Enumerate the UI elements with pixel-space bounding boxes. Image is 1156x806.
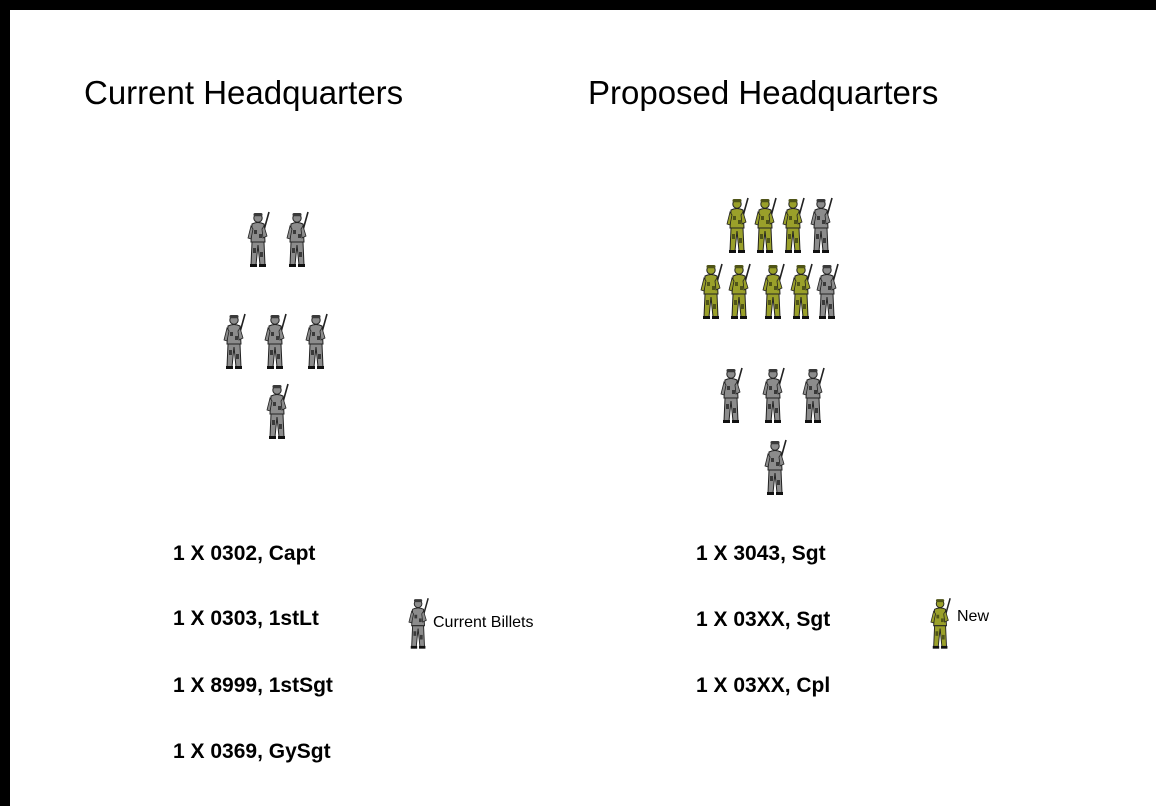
legend-current-soldier-icon <box>408 596 430 650</box>
current-soldier-icon <box>223 312 247 370</box>
proposed-billet-item: 1 X 03XX, Sgt <box>696 608 831 631</box>
new-soldier-icon <box>728 262 752 320</box>
new-soldier-icon <box>700 262 724 320</box>
proposed-headquarters-title: Proposed Headquarters <box>588 74 939 111</box>
new-soldier-icon <box>790 262 814 320</box>
current-soldier-icon <box>764 438 788 496</box>
legend-current-billets-label: Current Billets <box>433 614 534 631</box>
current-billet-item: 1 X 8999, 1stSgt <box>173 674 333 697</box>
legend-new-soldier-icon <box>930 596 952 650</box>
current-soldier-icon <box>264 312 288 370</box>
current-headquarters-title: Current Headquarters <box>84 74 404 111</box>
current-soldier-icon <box>810 196 834 254</box>
current-soldier-icon <box>720 366 744 424</box>
current-billet-item: 1 X 0302, Capt <box>173 542 316 565</box>
new-soldier-icon <box>754 196 778 254</box>
current-soldier-icon <box>247 210 271 268</box>
new-soldier-icon <box>762 262 786 320</box>
new-soldier-icon <box>726 196 750 254</box>
new-soldier-icon <box>782 196 806 254</box>
slide-canvas: Current Headquarters Proposed Headquarte… <box>10 10 1156 806</box>
current-soldier-icon <box>266 382 290 440</box>
legend-new-label: New <box>957 608 990 625</box>
current-billet-item: 1 X 0369, GySgt <box>173 740 331 763</box>
proposed-billet-item: 1 X 3043, Sgt <box>696 542 826 565</box>
current-billet-item: 1 X 0303, 1stLt <box>173 607 319 630</box>
current-soldier-icon <box>305 312 329 370</box>
current-soldier-icon <box>802 366 826 424</box>
current-soldier-icon <box>816 262 840 320</box>
current-soldier-icon <box>762 366 786 424</box>
proposed-billet-item: 1 X 03XX, Cpl <box>696 674 831 697</box>
current-soldier-icon <box>286 210 310 268</box>
